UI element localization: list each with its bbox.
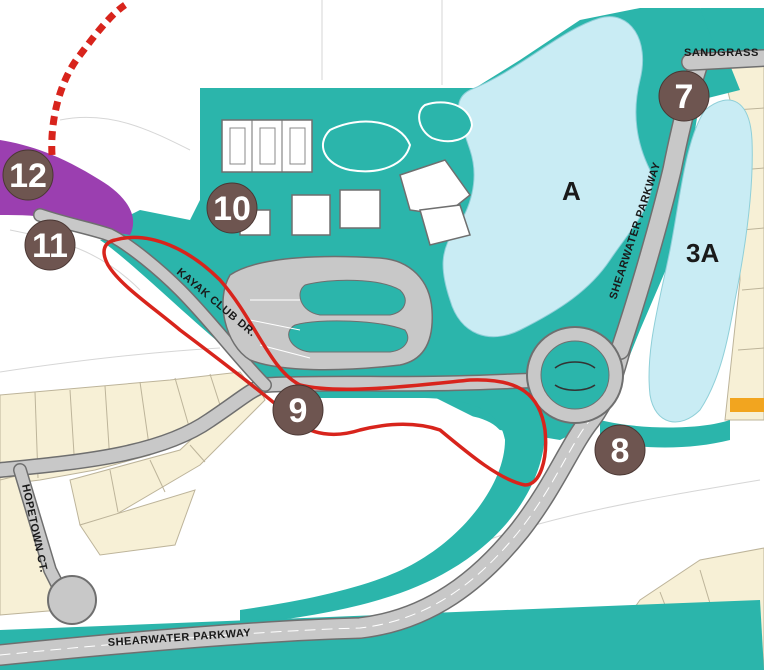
marker-11[interactable]: 11 — [24, 219, 76, 271]
pool — [321, 120, 412, 173]
roundabout — [526, 326, 624, 424]
marker-7[interactable]: 7 — [658, 70, 710, 122]
lake-3a-shape — [648, 99, 753, 423]
svg-text:11: 11 — [32, 227, 68, 265]
lake-label-a: A — [562, 176, 581, 206]
svg-text:8: 8 — [611, 432, 630, 470]
marker-10[interactable]: 10 — [206, 182, 258, 234]
highlighted-route-loop — [102, 235, 548, 487]
svg-text:12: 12 — [9, 157, 47, 195]
dotted-trail — [48, 2, 128, 156]
lake-label-3a: 3A — [686, 238, 719, 268]
amenity-building — [339, 189, 381, 229]
svg-text:9: 9 — [289, 392, 308, 430]
orange-marker-block — [730, 398, 764, 412]
marker-9[interactable]: 9 — [272, 384, 324, 436]
road-label-sandgrass: SANDGRASS — [684, 47, 759, 59]
tennis-courts — [221, 119, 313, 173]
svg-text:7: 7 — [675, 78, 694, 116]
clubhouse-area — [221, 101, 474, 371]
marker-8[interactable]: 8 — [594, 424, 646, 476]
svg-text:10: 10 — [213, 190, 251, 228]
lakes — [206, 16, 753, 600]
cul-de-sac — [47, 575, 97, 625]
marker-12[interactable]: 12 — [2, 149, 54, 201]
clubhouse-building — [291, 194, 331, 236]
lake-a-shape — [442, 16, 653, 338]
